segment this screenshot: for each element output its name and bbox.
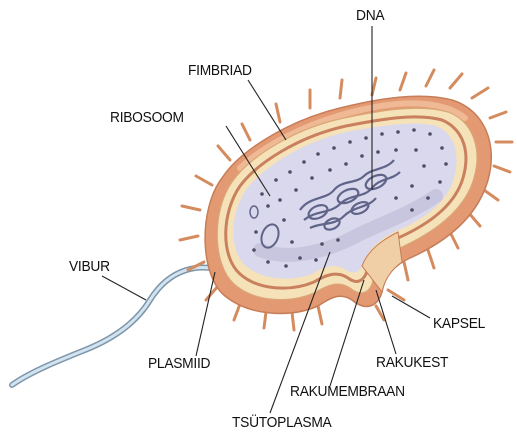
label-fimbriad: FIMBRIAD bbox=[188, 62, 252, 79]
label-tsutoplasma: TSÜTOPLASMA bbox=[232, 414, 331, 431]
label-rakukest: RAKUKEST bbox=[376, 354, 448, 371]
label-vibur: VIBUR bbox=[69, 258, 110, 275]
label-ribosoom: RIBOSOOM bbox=[110, 109, 184, 126]
label-kapsel: KAPSEL bbox=[433, 315, 485, 332]
label-plasmiid: PLASMIID bbox=[148, 355, 210, 372]
label-dna: DNA bbox=[356, 7, 384, 24]
label-rakumembraan: RAKUMEMBRAAN bbox=[290, 383, 405, 400]
